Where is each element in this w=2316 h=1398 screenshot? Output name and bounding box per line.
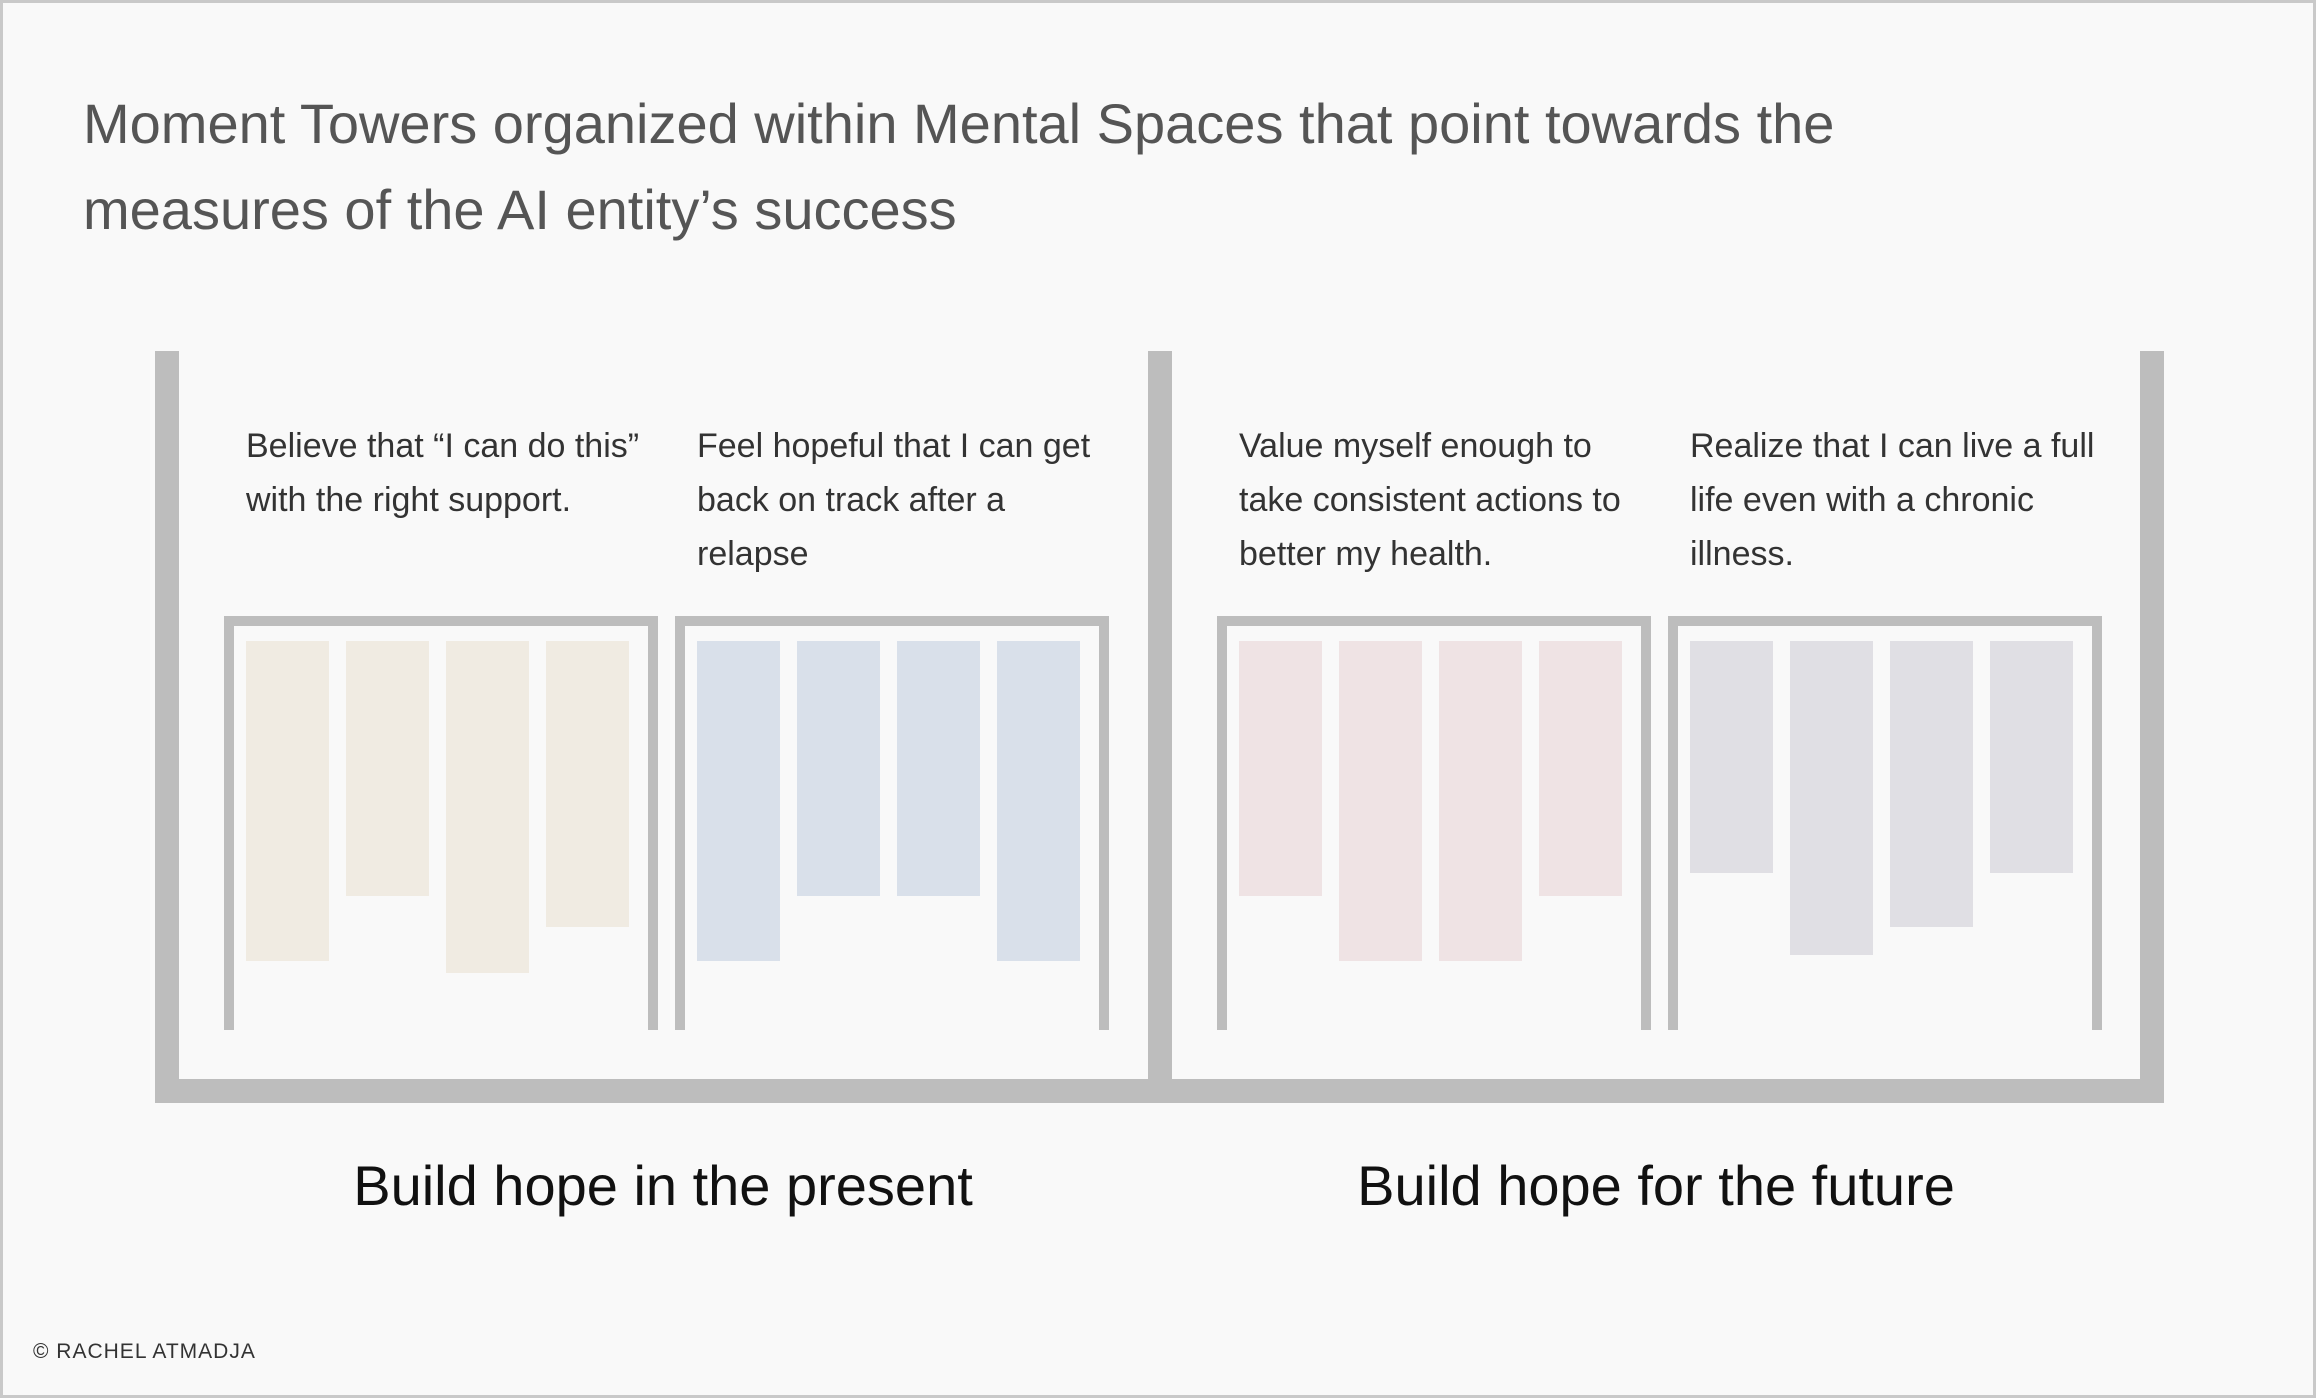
diagram-title: Moment Towers organized within Mental Sp… <box>83 92 1835 241</box>
moment-bar <box>1439 641 1522 961</box>
space-wall-right <box>2140 351 2164 1103</box>
space-wall-divider <box>1148 351 1172 1103</box>
moment-bar <box>897 641 980 896</box>
moment-tower-3 <box>1217 616 1651 1030</box>
tower-goal-3: Value myself enough to take consistent a… <box>1239 427 1621 573</box>
moment-bar <box>1790 641 1873 955</box>
space-wall-left <box>155 351 179 1103</box>
moment-bar <box>697 641 780 961</box>
moment-tower-1 <box>224 616 658 1030</box>
moment-bar <box>997 641 1080 961</box>
moment-bar <box>446 641 529 973</box>
tower-goal-1: Believe that “I can do this” with the ri… <box>246 427 640 519</box>
moment-bar <box>1339 641 1422 961</box>
tower-goal-2: Feel hopeful that I can get back on trac… <box>697 427 1091 573</box>
moment-bar <box>346 641 429 896</box>
space-floor <box>155 1079 2164 1103</box>
tower-goal-4: Realize that I can live a full life even… <box>1690 427 2095 573</box>
moment-bar <box>546 641 629 927</box>
moment-bar <box>1990 641 2073 873</box>
moment-bar <box>1690 641 1773 873</box>
space-label-present: Build hope in the present <box>353 1154 973 1217</box>
moment-bar <box>1539 641 1622 896</box>
moment-bar <box>246 641 329 961</box>
moment-bar <box>797 641 880 896</box>
moment-tower-4 <box>1668 616 2102 1030</box>
moment-bar <box>1239 641 1322 896</box>
space-label-future: Build hope for the future <box>1357 1154 1955 1217</box>
moment-tower-2 <box>675 616 1109 1030</box>
copyright-credit: © RACHEL ATMADJA <box>33 1340 256 1363</box>
moment-bar <box>1890 641 1973 927</box>
